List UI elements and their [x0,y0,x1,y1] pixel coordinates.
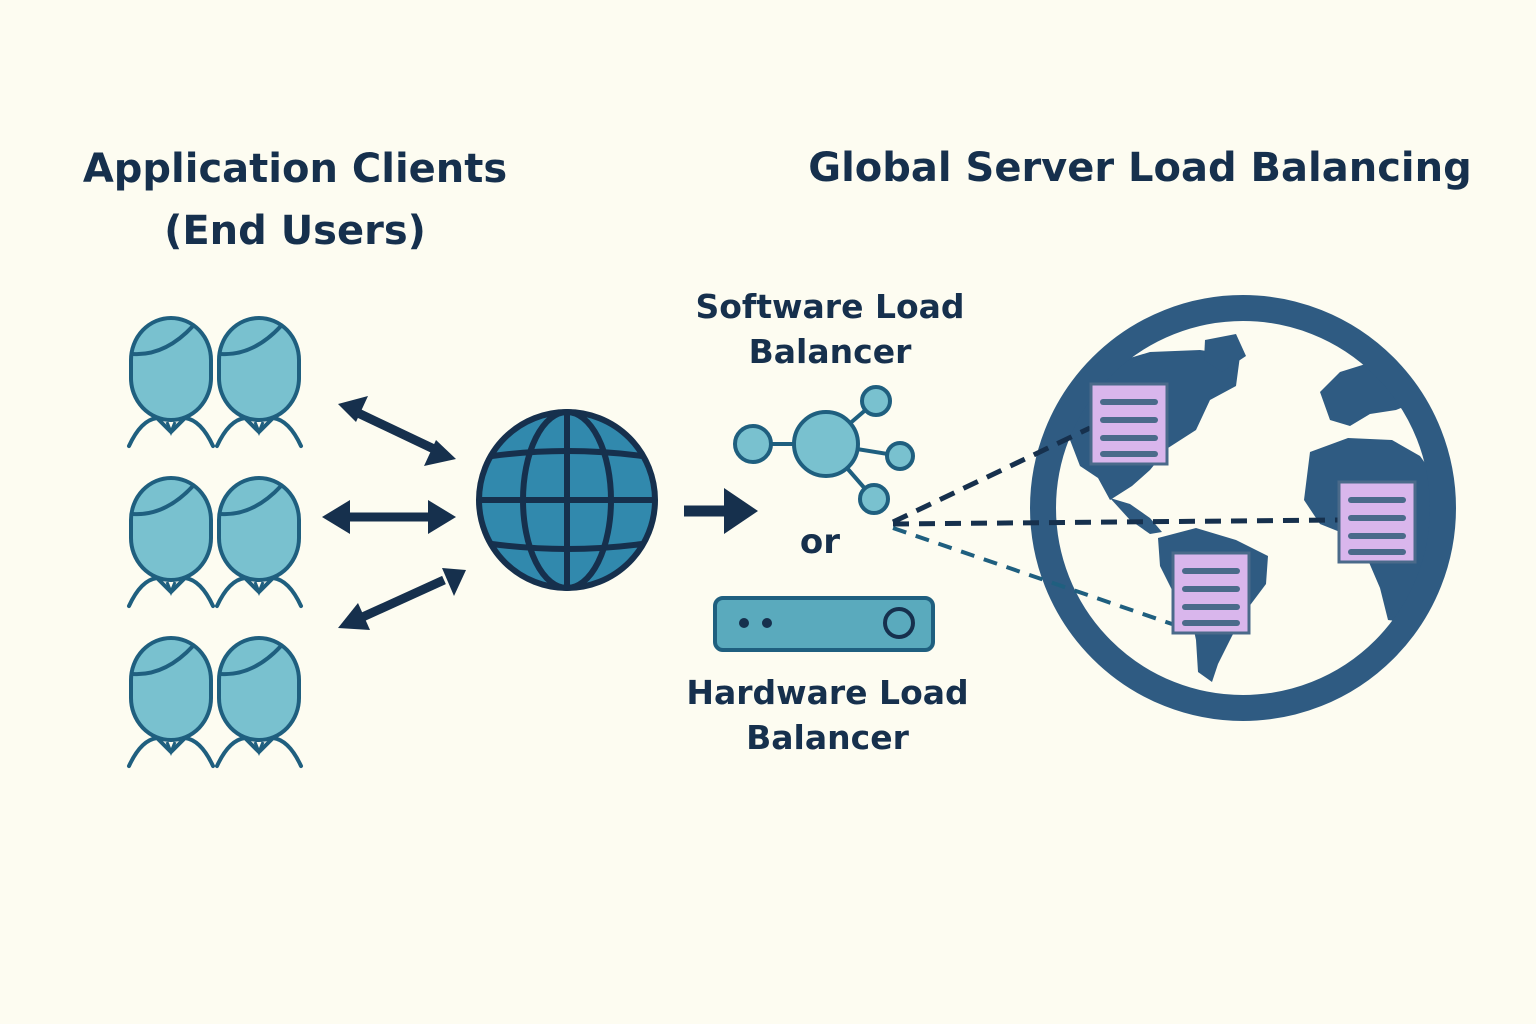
network-nodes-icon [733,385,915,515]
double-arrow-icon [338,396,456,466]
or-separator: or [799,522,841,562]
clients-title-line2: (End Users) [164,208,426,254]
user-pair-icon [129,318,301,446]
hardware-lb-label: Hardware Load Balancer [670,670,985,760]
software-lb-label: Software Load Balancer [680,284,980,374]
server-rack-icon [1339,482,1415,562]
user-pair-icon [129,478,301,606]
clients-title: Application Clients (End Users) [60,138,530,262]
gslb-title: Global Server Load Balancing [808,145,1472,191]
software-lb-label-line1: Software Load [695,287,965,326]
software-lb-label-line2: Balancer [748,332,912,371]
connection-lines [891,425,1341,626]
server-rack-icon [1173,553,1249,633]
server-rack-icon [1091,384,1167,464]
hardware-lb-label-line2: Balancer [746,718,909,757]
clients-group [129,318,301,766]
clients-title-line1: Application Clients [82,146,508,192]
forward-arrow-icon [684,488,758,534]
connection-line-north-america [891,425,1092,525]
client-arrows [322,396,466,630]
globe-icon [476,409,658,591]
hardware-lb-label-line1: Hardware Load [686,673,969,712]
connection-line-africa [892,517,1341,527]
connection-line-south-america [892,526,1173,626]
user-pair-icon [129,638,301,766]
double-arrow-icon [322,500,456,534]
double-arrow-icon [338,568,466,630]
hardware-appliance-icon [713,596,935,652]
